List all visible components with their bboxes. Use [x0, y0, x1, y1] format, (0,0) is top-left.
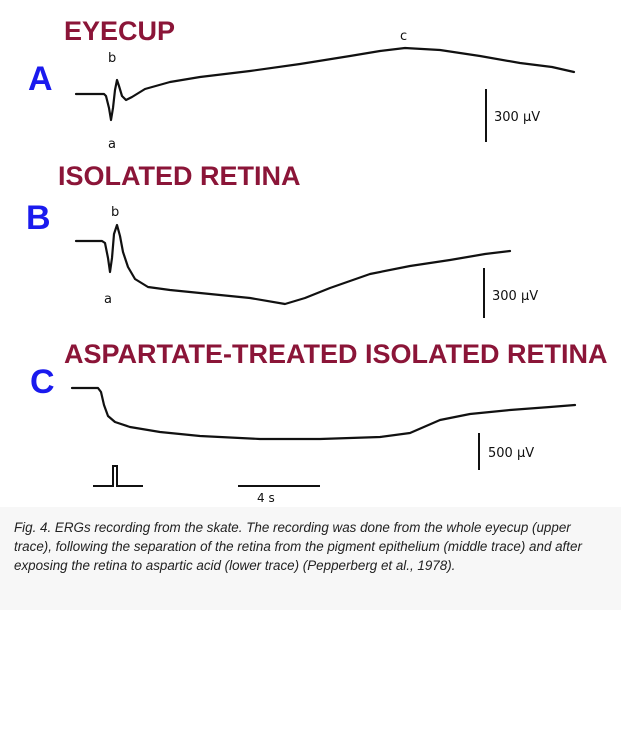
panel-a-title: EYECUP	[64, 16, 175, 46]
wave-label-b: b	[111, 205, 119, 220]
panel-c: ASPARTATE-TREATED ISOLATED RETINA C 500 …	[30, 339, 607, 505]
trace-aspartate-treated	[70, 386, 577, 441]
panel-b-letter: B	[26, 199, 51, 237]
wave-label-a: a	[104, 292, 112, 307]
panel-a: EYECUP A b a c 300 µV	[28, 16, 576, 152]
panel-b: ISOLATED RETINA B b a 300 µV	[26, 161, 538, 318]
figure-caption: Fig. 4. ERGs recording from the skate. T…	[14, 520, 582, 573]
caption-box: Fig. 4. ERGs recording from the skate. T…	[0, 507, 621, 610]
panel-a-letter: A	[28, 60, 53, 98]
panel-c-letter: C	[30, 363, 55, 401]
wave-label-a: a	[108, 137, 116, 152]
erg-figure: EYECUP A b a c 300 µV ISOLATED RETINA B …	[26, 16, 607, 505]
voltage-scale-label-c: 500 µV	[488, 446, 534, 461]
voltage-scale-label-a: 300 µV	[494, 110, 540, 125]
time-scale-label: 4 s	[257, 491, 275, 505]
panel-c-title: ASPARTATE-TREATED ISOLATED RETINA	[64, 339, 607, 369]
trace-isolated-retina	[74, 223, 512, 306]
wave-label-b: b	[108, 51, 116, 66]
wave-label-c: c	[400, 29, 407, 44]
stimulus-marker	[93, 465, 143, 487]
panel-b-title: ISOLATED RETINA	[58, 161, 301, 191]
voltage-scale-label-b: 300 µV	[492, 289, 538, 304]
trace-eyecup	[74, 46, 576, 122]
